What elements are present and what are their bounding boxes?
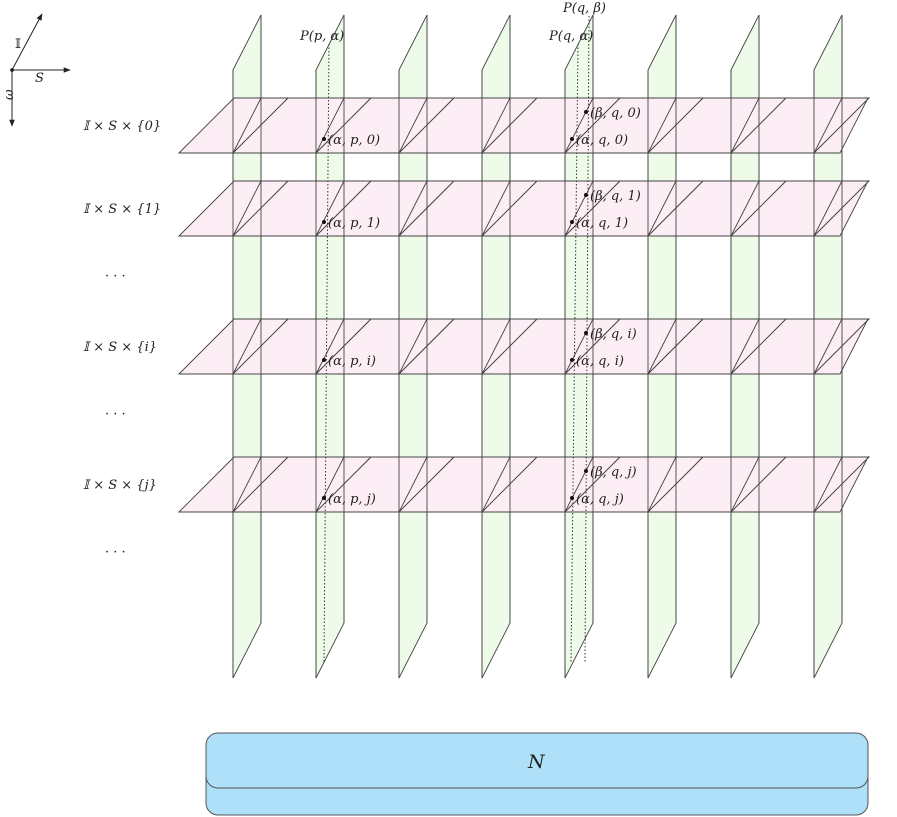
point-alpha-p-2-dot [322,358,326,362]
point-alpha-q-0-label: (α, q, 0) [576,133,628,148]
fiber-label-p-alpha: P(p, α) [299,29,344,44]
point-alpha-p-1-label: (α, p, 1) [328,216,380,231]
sheet-edge-r3-c3 [481,456,511,513]
sheet-edge-r1-c1 [315,180,345,237]
row-label-1: 𝕀 × S × {1} [83,202,161,217]
point-alpha-q-2-dot [570,358,574,362]
sheet-edge-r2-c7 [813,318,843,375]
point-alpha-p-0-dot [322,137,326,141]
base-label: N [527,751,546,773]
sheet-edge-r3-c2 [398,456,428,513]
ellipsis-3: · · · [105,545,126,560]
sheet-edge-r0-c5 [647,97,677,154]
sheet-edge-r0-c6 [730,97,760,154]
row-label-0: 𝕀 × S × {0} [83,119,161,134]
intersection-points: (α, p, 0) (α, q, 0) (β, q, 0) (α, p, 1) (α, … [322,106,641,507]
sheet-edge-r1-c0 [232,180,262,237]
point-alpha-q-3-dot [570,496,574,500]
point-alpha-q-1-label: (α, q, 1) [576,216,628,231]
point-beta-q-2-dot [584,331,588,335]
axes-origin [10,68,14,72]
sheet-edge-r3-c5 [647,456,677,513]
sheet-edge-r2-c2 [398,318,428,375]
fiber-q-alpha [570,43,579,663]
sheet-edge-r2-c6 [730,318,760,375]
fiber-label-q-beta: P(q, β) [562,1,606,16]
omega-axis-label: ω [2,89,17,100]
sheet-edge-r1-c3 [481,180,511,237]
sheet-edge-r3-c7 [813,456,843,513]
sheet-edge-r3-c4 [564,456,594,513]
row-label-i: 𝕀 × S × {i} [83,340,157,355]
point-alpha-p-3-label: (α, p, j) [328,492,376,507]
sheet-edge-r3-c1 [315,456,345,513]
point-beta-q-3-dot [584,469,588,473]
sheet-edge-r2-c4 [564,318,594,375]
fiber-label-q-alpha: P(q, α) [548,29,593,44]
horizontal-sheet-r0-c8 [812,97,871,154]
sheet-edge-r1-c4 [564,180,594,237]
sheet-edge-r0-c2 [398,97,428,154]
sheet-edge-r1-c5 [647,180,677,237]
orientation-axes: 𝕀 S ω [2,13,71,127]
point-beta-q-3-label: (β, q, j) [590,465,637,480]
sheet-edge-r0-c1 [315,97,345,154]
base-n: N [205,732,869,816]
point-beta-q-2-label: (β, q, i) [590,327,637,342]
s-axis-label: S [35,71,44,86]
sheet-edge-r3-c6 [730,456,760,513]
point-alpha-q-2-label: (α, q, i) [576,354,624,369]
point-alpha-p-3-dot [322,496,326,500]
sheet-edge-r2-c0 [232,318,262,375]
sheet-edge-r2-c3 [481,318,511,375]
point-beta-q-0-label: (β, q, 0) [590,106,641,121]
point-alpha-q-1-dot [570,220,574,224]
point-beta-q-0-dot [584,110,588,114]
horizontal-sheet-r1-c8 [812,180,871,237]
ellipsis-1: · · · [105,269,126,284]
sheet-edge-r1-c6 [730,180,760,237]
point-alpha-q-3-label: (α, q, j) [576,492,624,507]
sheet-edge-r0-c7 [813,97,843,154]
sheet-edge-r1-c7 [813,180,843,237]
horizontal-sheet-r3-c8 [812,456,871,513]
i-axis-arrow [11,13,43,71]
fiber-p-alpha [323,43,330,663]
sheet-edge-r2-c1 [315,318,345,375]
horizontal-sheet-r2-c8 [812,318,871,375]
point-alpha-p-2-label: (α, p, i) [328,354,376,369]
sheet-edge-r2-c5 [647,318,677,375]
point-alpha-p-0-label: (α, p, 0) [328,133,380,148]
sheet-edge-r0-c0 [232,97,262,154]
base-top-slab [205,732,869,789]
row-label-j: 𝕀 × S × {j} [83,478,157,493]
i-axis-label: 𝕀 [15,37,21,52]
row-labels: 𝕀 × S × {0} 𝕀 × S × {1} · · · 𝕀 × S × {i… [83,119,161,560]
sheet-edge-r3-c0 [232,456,262,513]
fibers: P(p, α) P(q, α) P(q, β) [299,1,606,663]
fiber-q-beta [584,15,590,663]
point-alpha-q-0-dot [570,137,574,141]
sheet-lattice [177,14,871,679]
ellipsis-2: · · · [105,407,126,422]
sheet-edge-r0-c3 [481,97,511,154]
point-alpha-p-1-dot [322,220,326,224]
point-beta-q-1-label: (β, q, 1) [590,189,641,204]
point-beta-q-1-dot [584,193,588,197]
sheet-edge-r1-c2 [398,180,428,237]
